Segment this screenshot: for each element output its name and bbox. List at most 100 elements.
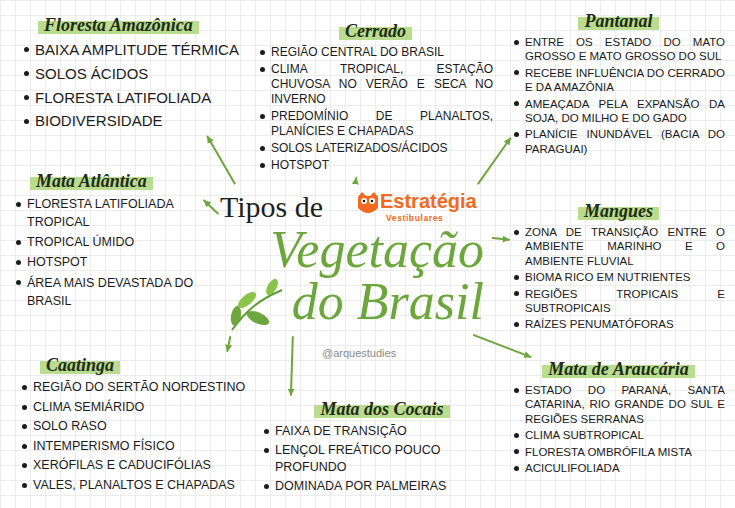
owl-logo (358, 192, 378, 213)
connector-arrow (291, 337, 293, 395)
bullet-item: ACICULIFOLIADA (512, 461, 725, 475)
biome-card: CaatingaREGIÃO DO SERTÃO NORDESTINO CLIMA… (20, 354, 255, 496)
bullet-item: LENÇOL FREÁTICO POUCO PROFUNDO (262, 442, 502, 476)
biome-card: Mata dos CocaisFAIXA DE TRANSIÇÃO LENÇOL … (262, 398, 502, 497)
biome-card: ManguesZONA DE TRANSIÇÃO ENTRE O AMBIENT… (512, 200, 725, 334)
leaf (245, 308, 271, 328)
bullet-dot (22, 463, 27, 468)
bullet-item: FLORESTA LATIFOLIADA TROPICAL (14, 195, 202, 231)
bullet-item: CLIMA SUBTROPICAL (512, 428, 725, 442)
owl-pupil (363, 200, 366, 203)
bullet-text: PLANÍCIE INUNDÁVEL (BACIA DO PARAGUAI) (525, 127, 725, 156)
bullet-dot (22, 483, 27, 488)
bullet-dot (264, 429, 269, 434)
bullet-dot (16, 260, 21, 265)
owl-body (358, 192, 378, 213)
bullet-text: HOTSPOT (271, 158, 493, 173)
bullet-text: HOTSPOT (27, 253, 202, 271)
biome-heading: Mangues (578, 200, 659, 222)
bullet-dot (16, 280, 21, 285)
bullet-text: CLIMA SEMIÁRIDO (33, 399, 255, 417)
bullet-dot (514, 449, 519, 454)
bullet-dot (24, 71, 29, 76)
bullet-item: INTEMPERISMO FÍSICO (20, 438, 255, 456)
bullet-text: ÁREA MAIS DEVASTADA DO BRASIL (27, 274, 202, 310)
bullet-text: FAIXA DE TRANSIÇÃO (275, 423, 502, 440)
bullet-text: CLIMA SUBTROPICAL (525, 428, 725, 442)
bullet-dot (514, 132, 519, 137)
biome-heading: Mata dos Cocais (314, 398, 449, 420)
bullet-dot (260, 67, 265, 72)
bullet-item: ENTRE OS ESTADO DO MATO GROSSO E MATO GR… (512, 35, 725, 64)
bullet-dot (514, 291, 519, 296)
bullet-item: REGIÃO DO SERTÃO NORDESTINO (20, 379, 255, 397)
bullet-text: INTEMPERISMO FÍSICO (33, 438, 255, 456)
owl-pupil (371, 200, 374, 203)
bullet-dot (22, 385, 27, 390)
bullet-text: ACICULIFOLIADA (525, 461, 725, 475)
bullet-item: REGIÃO CENTRAL DO BRASIL (258, 45, 493, 60)
biome-card: Mata AtlânticaFLORESTA LATIFOLIADA TROPI… (14, 170, 202, 312)
bullet-item: FLORESTA LATIFOLIADA (22, 87, 252, 109)
bullet-item: HOTSPOT (258, 158, 493, 173)
biome-heading: Cerrado (339, 20, 412, 42)
bullet-dot (22, 424, 27, 429)
bullet-text: FLORESTA LATIFOLIADA (35, 87, 252, 109)
brand-text: Vestibulares (386, 213, 443, 223)
owl-eye (369, 198, 375, 204)
bullet-item: CLIMA SEMIÁRIDO (20, 399, 255, 417)
owl-eye (361, 198, 367, 204)
bullet-text: SOLOS LATERIZADOS/ÁCIDOS (271, 141, 493, 156)
biome-card: Floresta AmazônicaBAIXA AMPLITUDE TÉRMIC… (22, 14, 252, 134)
brand-text: Estratégia (380, 190, 477, 213)
heading-row: Caatinga (20, 354, 255, 376)
biome-card: PantanalENTRE OS ESTADO DO MATO GROSSO E… (512, 10, 725, 158)
bullet-item: ESTADO DO PARANÁ, SANTA CATARINA, RIO GR… (512, 383, 725, 426)
bullet-dot (260, 114, 265, 119)
bullet-dot (260, 50, 265, 55)
bullet-text: LENÇOL FREÁTICO POUCO PROFUNDO (275, 442, 502, 476)
connector-arrow (493, 238, 509, 240)
bullet-dot (16, 202, 21, 207)
bullet-text: BIOMA RICO EM NUTRIENTES (525, 270, 725, 284)
connector-arrow (478, 138, 510, 183)
bullet-dot (514, 230, 519, 235)
bullet-text: RECEBE INFLUÊNCIA DO CERRADO E DA AMAZÔN… (525, 66, 725, 95)
connector-arrow (227, 337, 230, 351)
connector-arrow (354, 178, 357, 183)
bullet-dot (514, 101, 519, 106)
biome-heading: Mata Atlântica (30, 170, 153, 192)
bullet-dot (514, 322, 519, 327)
heading-row: Mata de Araucária (512, 358, 725, 380)
bullet-item: SOLOS LATERIZADOS/ÁCIDOS (258, 141, 493, 156)
bullet-dot (260, 146, 265, 151)
biome-card: Mata de AraucáriaESTADO DO PARANÁ, SANTA… (512, 358, 725, 477)
heading-row: Floresta Amazônica (22, 14, 252, 36)
bullet-item: AMEAÇADA PELA EXPANSÃO DA SOJA, DO MILHO… (512, 97, 725, 126)
bullet-item: REGIÕES TROPICAIS E SUBTROPICAIS (512, 287, 725, 316)
biome-heading: Mata de Araucária (542, 358, 694, 380)
bullet-dot (264, 484, 269, 489)
bullet-text: REGIÃO CENTRAL DO BRASIL (271, 45, 493, 60)
bullet-text: RAÍZES PENUMATÓFORAS (525, 317, 725, 331)
bullet-dot (24, 95, 29, 100)
bullet-item: VALES, PLANALTOS E CHAPADAS (20, 477, 255, 495)
bullet-text: REGIÕES TROPICAIS E SUBTROPICAIS (525, 287, 725, 316)
bullet-text: VALES, PLANALTOS E CHAPADAS (33, 477, 255, 495)
bullet-item: DOMINADA POR PALMEIRAS (262, 478, 502, 495)
leaf (229, 305, 242, 326)
bullet-text: SOLOS ÁCIDOS (35, 63, 252, 85)
bullet-item: RAÍZES PENUMATÓFORAS (512, 317, 725, 331)
bullet-dot (514, 70, 519, 75)
watermark: @arquestudies (322, 347, 396, 359)
heading-row: Mata Atlântica (14, 170, 202, 192)
bullet-dot (264, 448, 269, 453)
bullet-dot (24, 47, 29, 52)
bullet-dot (514, 433, 519, 438)
bullet-text: XERÓFILAS E CADUCIFÓLIAS (33, 457, 255, 475)
heading-row: Cerrado (258, 20, 493, 42)
bullet-text: BIODIVERSIDADE (35, 110, 252, 132)
bullet-text: FLORESTA OMBRÓFILA MISTA (525, 445, 725, 459)
bullet-item: SOLO RASO (20, 418, 255, 436)
